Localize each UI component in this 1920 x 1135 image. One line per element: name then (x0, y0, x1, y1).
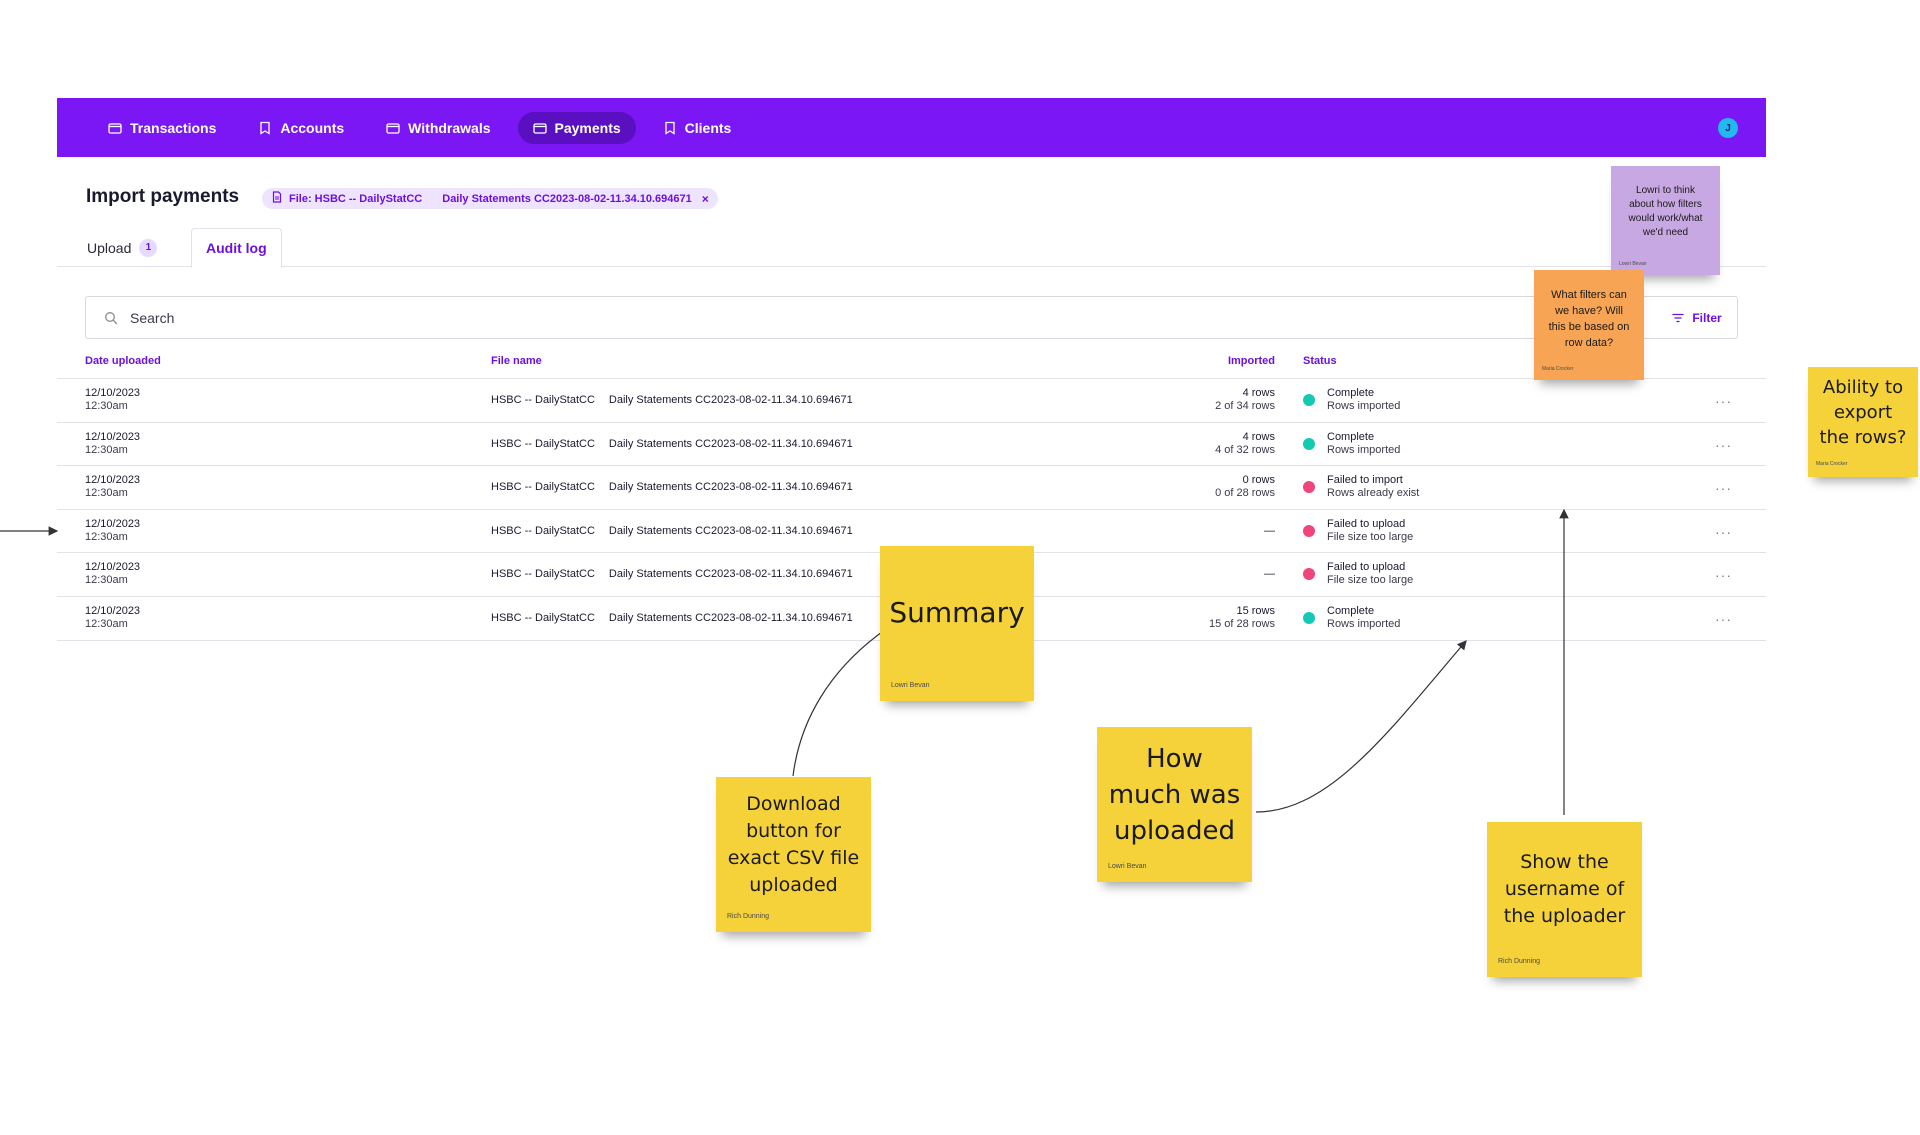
document-icon (271, 191, 283, 206)
nav-item-clients[interactable]: Clients (648, 112, 747, 144)
tab-label: Upload (87, 239, 132, 256)
nav-item-label: Accounts (280, 119, 345, 136)
tab-audit-log[interactable]: Audit log (191, 228, 282, 268)
connector-how-much (1255, 640, 1467, 813)
wallet-icon (108, 122, 122, 134)
nav-item-transactions[interactable]: Transactions (93, 112, 231, 144)
sticky-note-filters-thinking: Lowri to think about how filters would w… (1611, 166, 1720, 275)
column-header-imported[interactable]: Imported (1227, 355, 1275, 367)
nav-item-accounts[interactable]: Accounts (243, 112, 359, 144)
status-dot (1303, 524, 1315, 537)
more-options-icon[interactable]: ··· (1715, 480, 1732, 497)
file-filter-chip[interactable]: File: HSBC -- DailyStatCC Daily Statemen… (262, 188, 718, 209)
status-dot (1303, 437, 1315, 450)
search-bar[interactable] (85, 296, 1659, 339)
more-options-icon[interactable]: ··· (1715, 567, 1732, 584)
filter-label: Filter (1692, 310, 1722, 325)
more-options-icon[interactable]: ··· (1715, 523, 1732, 540)
top-navigation-bar: Transactions Accounts Withdrawals Paymen… (57, 98, 1766, 157)
sticky-note-filters-question: What filters can we have? Will this be b… (1534, 270, 1644, 380)
search-icon (105, 311, 118, 324)
sticky-note-how-much: How much was uploaded Lowri Bevan (1097, 727, 1252, 882)
nav-item-withdrawals[interactable]: Withdrawals (371, 112, 505, 144)
tab-bar: Upload 1 Audit log (57, 228, 1766, 268)
more-options-icon[interactable]: ··· (1715, 436, 1732, 453)
file-chip-name: Daily Statements CC2023-08-02-11.34.10.6… (442, 192, 692, 205)
sticky-note-download: Download button for exact CSV file uploa… (716, 777, 871, 932)
wallet-icon (386, 122, 400, 134)
imported-cell: — (1264, 524, 1275, 537)
nav-item-label: Clients (684, 119, 732, 136)
tab-upload[interactable]: Upload 1 (87, 228, 158, 267)
status-dot (1303, 481, 1315, 494)
bookmark-icon (665, 121, 675, 135)
sticky-note-export: Ability to export the rows? Maria Crocke… (1808, 367, 1918, 477)
search-input[interactable] (130, 309, 1530, 326)
page-title: Import payments (86, 186, 240, 207)
connector-summary (792, 631, 883, 777)
status-dot (1303, 611, 1315, 624)
filter-button[interactable]: Filter (1657, 296, 1738, 339)
nav-item-label: Withdrawals (408, 119, 491, 136)
tab-label: Audit log (206, 240, 267, 256)
sticky-note-username: Show the username of the uploader Rich D… (1487, 822, 1642, 977)
wallet-icon (532, 122, 547, 134)
column-header-date[interactable]: Date uploaded (85, 355, 161, 367)
status-dot (1303, 568, 1315, 581)
nav-item-label: Transactions (130, 119, 217, 136)
sticky-note-summary: Summary Lowri Bevan (880, 546, 1034, 701)
more-options-icon[interactable]: ··· (1715, 610, 1732, 627)
status-dot (1303, 394, 1315, 406)
tab-count-badge: 1 (139, 238, 158, 257)
nav-item-payments[interactable]: Payments (517, 111, 636, 144)
nav-item-label: Payments (554, 119, 621, 136)
imported-cell: — (1264, 568, 1275, 581)
bookmark-icon (260, 121, 271, 135)
more-options-icon[interactable]: ··· (1715, 393, 1732, 409)
file-chip-source: File: HSBC -- DailyStatCC (289, 192, 423, 205)
filter-icon (1672, 313, 1684, 322)
column-header-file[interactable]: File name (491, 355, 542, 367)
table-header: Date uploaded File name Imported Status (57, 352, 1766, 379)
close-icon[interactable]: × (701, 191, 709, 206)
column-header-status[interactable]: Status (1303, 355, 1337, 367)
user-avatar[interactable]: J (1718, 118, 1738, 138)
